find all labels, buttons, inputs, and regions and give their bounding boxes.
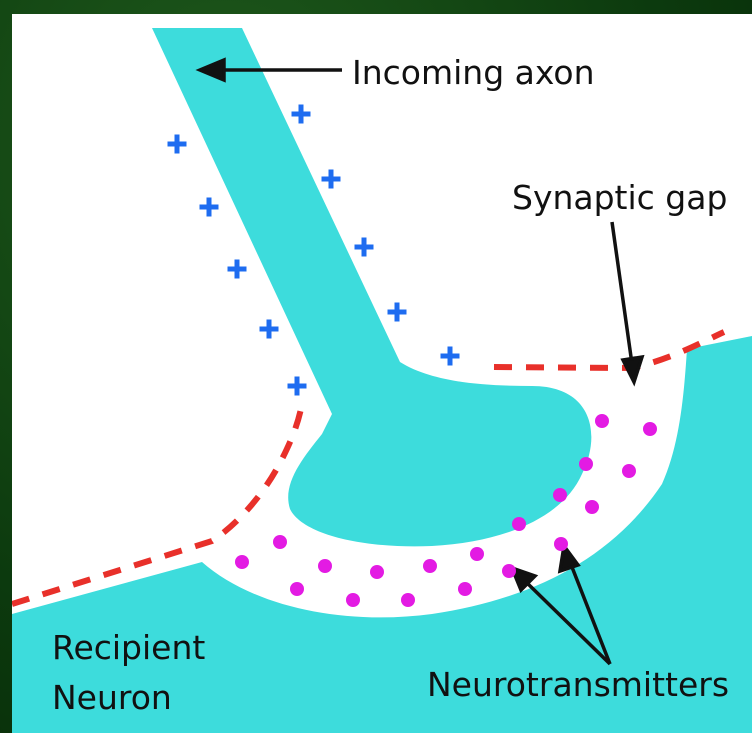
arrowhead-synaptic-gap: [623, 357, 642, 382]
neurotransmitter-dot: [318, 559, 332, 573]
label-synaptic-gap: Synaptic gap: [512, 178, 727, 217]
neurotransmitter-dot: [554, 537, 568, 551]
plus-icon: [443, 349, 457, 363]
neurotransmitter-dot: [346, 593, 360, 607]
neurotransmitter-dot: [470, 547, 484, 561]
label-neuron: Neuron: [52, 678, 172, 717]
plus-icon: [357, 240, 371, 254]
neurotransmitter-dot: [622, 464, 636, 478]
neurotransmitter-dot: [235, 555, 249, 569]
plus-icon: [170, 137, 184, 151]
neurotransmitter-dot: [290, 582, 304, 596]
label-neurotransmitters: Neurotransmitters: [427, 665, 729, 704]
neurotransmitter-dot: [458, 582, 472, 596]
neurotransmitter-dot: [273, 535, 287, 549]
neurotransmitter-dot: [423, 559, 437, 573]
neurotransmitter-dot: [553, 488, 567, 502]
plus-icon: [390, 305, 404, 319]
synapse-diagram: Incoming axon Synaptic gap Recipient Neu…: [12, 14, 752, 733]
neurotransmitter-dot: [502, 564, 516, 578]
neurotransmitter-dot: [401, 593, 415, 607]
label-recipient: Recipient: [52, 628, 205, 667]
plus-icon: [230, 262, 244, 276]
plus-icon: [324, 172, 338, 186]
plus-icon: [262, 322, 276, 336]
arrow-synaptic-gap: [612, 222, 632, 364]
neurotransmitter-dot: [512, 517, 526, 531]
neurotransmitter-dot: [370, 565, 384, 579]
neurotransmitter-dot: [595, 414, 609, 428]
neurotransmitter-dot: [579, 457, 593, 471]
incoming-axon: [152, 28, 591, 546]
neurotransmitter-dot: [585, 500, 599, 514]
neurotransmitter-dot: [643, 422, 657, 436]
diagram-panel: Incoming axon Synaptic gap Recipient Neu…: [12, 14, 752, 733]
label-incoming-axon: Incoming axon: [352, 53, 595, 92]
plus-icon: [202, 200, 216, 214]
plus-icon: [294, 107, 308, 121]
plus-icon: [290, 379, 304, 393]
